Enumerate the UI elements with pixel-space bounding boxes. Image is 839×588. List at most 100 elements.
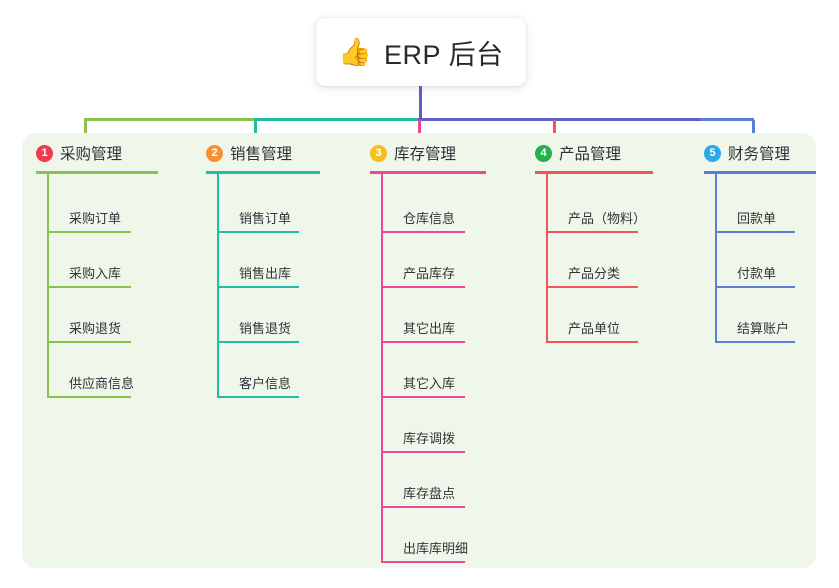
- leaf-underline: [381, 451, 465, 453]
- leaf-underline: [715, 231, 795, 233]
- branch-stem: [381, 173, 383, 563]
- leaf-label: 供应商信息: [69, 376, 135, 391]
- leaf-underline: [381, 506, 465, 508]
- bus-segment-3: [418, 118, 700, 121]
- leaf-underline: [715, 341, 795, 343]
- branch-panel: 1 采购管理采购订单采购入库采购退货供应商信息 2 销售管理销售订单销售出库销售退货客…: [22, 133, 816, 568]
- branch-header-5[interactable]: 5 财务管理: [704, 142, 790, 164]
- leaf-label: 销售订单: [239, 211, 292, 226]
- leaf-underline: [217, 286, 299, 288]
- leaf-underline: [217, 341, 299, 343]
- leaf-node[interactable]: 产品分类: [546, 246, 638, 288]
- leaf-label: 付款单: [737, 266, 777, 281]
- leaf-label: 采购入库: [69, 266, 122, 281]
- branch-underline: [36, 171, 158, 174]
- leaf-label: 其它入库: [403, 376, 456, 391]
- leaf-node[interactable]: 销售出库: [217, 246, 299, 288]
- leaf-node[interactable]: 销售退货: [217, 301, 299, 343]
- leaf-node[interactable]: 其它出库: [381, 301, 465, 343]
- leaf-underline: [381, 561, 465, 563]
- bus-segment-1: [84, 118, 254, 121]
- branch-underline: [370, 171, 486, 174]
- leaf-label: 产品分类: [568, 266, 621, 281]
- leaf-label: 客户信息: [239, 376, 292, 391]
- root-node[interactable]: 👍 ERP 后台: [316, 18, 526, 86]
- leaf-label: 销售出库: [239, 266, 292, 281]
- leaf-node[interactable]: 付款单: [715, 246, 795, 288]
- leaf-node[interactable]: 产品库存: [381, 246, 465, 288]
- leaf-node[interactable]: 仓库信息: [381, 191, 465, 233]
- leaf-label: 出库库明细: [403, 541, 469, 556]
- leaf-label: 其它出库: [403, 321, 456, 336]
- leaf-underline: [47, 341, 131, 343]
- leaf-underline: [217, 231, 299, 233]
- leaf-underline: [546, 286, 638, 288]
- leaf-underline: [47, 231, 131, 233]
- leaf-node[interactable]: 其它入库: [381, 356, 465, 398]
- leaf-underline: [546, 231, 638, 233]
- branch-header-2[interactable]: 2 销售管理: [206, 142, 292, 164]
- leaf-node[interactable]: 销售订单: [217, 191, 299, 233]
- branch-column-2: 2 销售管理销售订单销售出库销售退货客户信息: [192, 133, 356, 568]
- branch-number-badge: 4: [535, 144, 552, 162]
- leaf-underline: [381, 341, 465, 343]
- thumbs-up-icon: 👍: [338, 36, 373, 67]
- leaf-label: 回款单: [737, 211, 777, 226]
- leaf-node[interactable]: 产品（物料）: [546, 191, 646, 233]
- leaf-label: 采购退货: [69, 321, 122, 336]
- root-title: ERP 后台: [384, 39, 504, 70]
- branch-header-1[interactable]: 1 采购管理: [36, 142, 122, 164]
- leaf-label: 库存调拨: [403, 431, 456, 446]
- branch-title: 采购管理: [60, 146, 123, 163]
- leaf-node[interactable]: 供应商信息: [47, 356, 135, 398]
- leaf-label: 库存盘点: [403, 486, 456, 501]
- branch-column-4: 4 产品管理产品（物料） 产品分类产品单位: [521, 133, 690, 568]
- branch-underline: [704, 171, 816, 174]
- branch-stem: [715, 173, 717, 343]
- leaf-underline: [715, 286, 795, 288]
- leaf-node[interactable]: 采购订单: [47, 191, 131, 233]
- leaf-label: 仓库信息: [403, 211, 456, 226]
- leaf-label: 采购订单: [69, 211, 122, 226]
- leaf-label: 产品单位: [568, 321, 621, 336]
- branch-underline: [206, 171, 320, 174]
- branch-number-badge: 5: [704, 144, 721, 162]
- leaf-underline: [47, 396, 131, 398]
- branch-number-badge: 2: [206, 144, 223, 162]
- leaf-underline: [381, 286, 465, 288]
- leaf-underline: [546, 341, 638, 343]
- root-connector: [419, 86, 422, 120]
- branch-title: 库存管理: [394, 146, 457, 163]
- leaf-node[interactable]: 产品单位: [546, 301, 638, 343]
- branch-column-1: 1 采购管理采购订单采购入库采购退货供应商信息: [22, 133, 192, 568]
- branch-title: 财务管理: [728, 146, 791, 163]
- branch-header-4[interactable]: 4 产品管理: [535, 142, 621, 164]
- bus-segment-2: [254, 118, 418, 121]
- leaf-label: 产品（物料）: [568, 211, 647, 226]
- leaf-underline: [381, 396, 465, 398]
- branch-underline: [535, 171, 653, 174]
- leaf-node[interactable]: 库存调拨: [381, 411, 465, 453]
- leaf-underline: [381, 231, 465, 233]
- leaf-node[interactable]: 采购入库: [47, 246, 131, 288]
- branch-number-badge: 1: [36, 144, 53, 162]
- leaf-label: 产品库存: [403, 266, 456, 281]
- leaf-node[interactable]: 出库库明细: [381, 521, 469, 563]
- branch-stem: [546, 173, 548, 343]
- leaf-underline: [217, 396, 299, 398]
- leaf-node[interactable]: 回款单: [715, 191, 795, 233]
- branch-title: 产品管理: [559, 146, 622, 163]
- branch-stem: [217, 173, 219, 398]
- leaf-node[interactable]: 库存盘点: [381, 466, 465, 508]
- leaf-node[interactable]: 客户信息: [217, 356, 299, 398]
- branch-title: 销售管理: [230, 146, 293, 163]
- branch-stem: [47, 173, 49, 398]
- leaf-node[interactable]: 采购退货: [47, 301, 131, 343]
- leaf-label: 结算账户: [737, 321, 790, 336]
- bus-segment-4: [700, 118, 754, 121]
- leaf-label: 销售退货: [239, 321, 292, 336]
- leaf-node[interactable]: 结算账户: [715, 301, 795, 343]
